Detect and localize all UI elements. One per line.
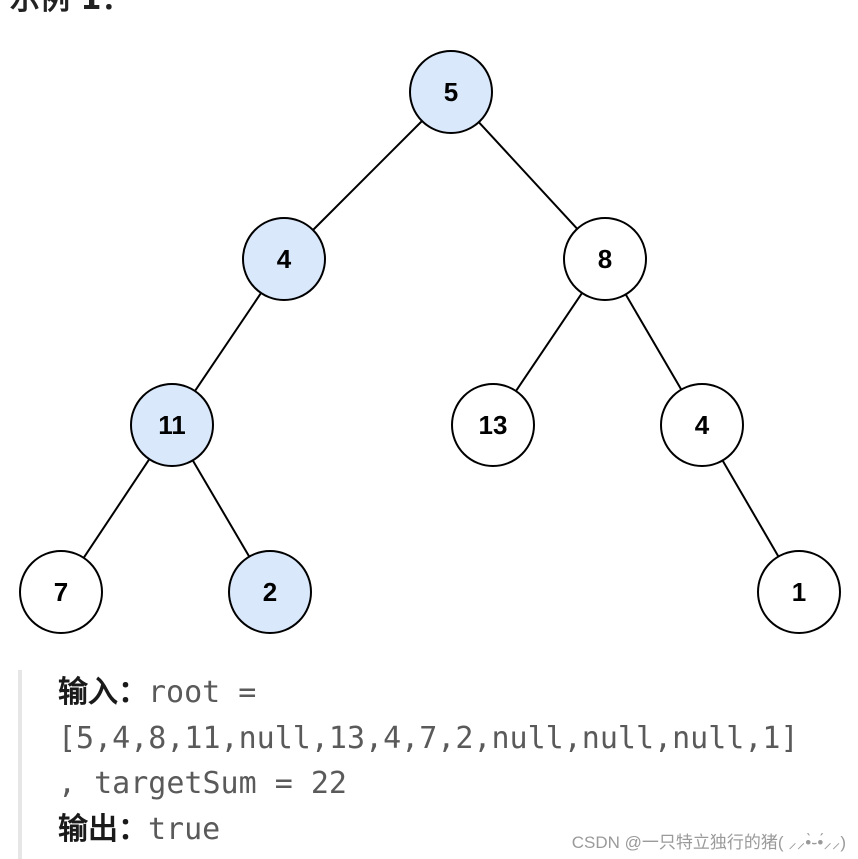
node-circle <box>130 383 214 467</box>
quote-bar <box>18 670 22 859</box>
edge-n4-n11 <box>194 292 262 392</box>
node-label: 11 <box>158 410 186 440</box>
node-label: 1 <box>792 577 806 607</box>
tree-edges <box>82 120 780 559</box>
edge-n11-n7 <box>82 458 151 559</box>
binary-tree-diagram: 5 4 8 11 13 4 7 2 1 <box>19 50 841 634</box>
tree-node-n4b: 4 <box>660 383 744 467</box>
input-target-sum: , targetSum = 22 <box>58 766 347 801</box>
input-root-prefix: root = <box>148 675 257 710</box>
tree-node-n5: 5 <box>409 50 493 134</box>
node-circle <box>242 217 326 301</box>
tree-node-n1: 1 <box>757 550 841 634</box>
tree-nodes: 5 4 8 11 13 4 7 2 1 <box>19 50 841 634</box>
node-circle <box>451 383 535 467</box>
node-circle <box>19 550 103 634</box>
node-circle <box>757 550 841 634</box>
output-line: 输出：true <box>58 807 220 853</box>
edge-n5-n8 <box>478 121 578 230</box>
example-block: 输入：root = [5,4,8,11,null,13,4,7,2,null,n… <box>0 670 858 859</box>
output-value: true <box>148 812 221 847</box>
input-line-1: 输入：root = <box>58 670 256 716</box>
csdn-watermark: CSDN @一只特立独行的猪( ⸝⸝•̀֊•́⸝⸝) <box>571 833 846 852</box>
edge-n11-n2 <box>191 459 251 558</box>
node-label: 7 <box>54 577 68 607</box>
tree-node-n2: 2 <box>228 550 312 634</box>
tree-node-n7: 7 <box>19 550 103 634</box>
tree-node-n13: 13 <box>451 383 535 467</box>
tree-node-n11: 11 <box>130 383 214 467</box>
tree-node-n4: 4 <box>242 217 326 301</box>
node-circle <box>409 50 493 134</box>
node-label: 4 <box>695 410 710 440</box>
edge-n5-n4 <box>312 120 423 231</box>
tree-node-n8: 8 <box>563 217 647 301</box>
input-label: 输入： <box>58 675 148 710</box>
node-circle <box>660 383 744 467</box>
node-label: 4 <box>277 244 292 274</box>
node-label: 5 <box>444 77 458 107</box>
node-circle <box>228 550 312 634</box>
node-circle <box>563 217 647 301</box>
input-root-array: [5,4,8,11,null,13,4,7,2,null,null,null,1… <box>58 721 799 756</box>
output-label: 输出： <box>58 812 148 847</box>
edge-n8-n13 <box>515 292 583 392</box>
node-label: 13 <box>479 410 508 440</box>
node-label: 2 <box>263 577 277 607</box>
example-heading: 示例 1： <box>10 0 131 18</box>
edge-n4b-n1 <box>721 459 780 558</box>
edge-n8-n4b <box>624 293 683 391</box>
node-label: 8 <box>598 244 612 274</box>
